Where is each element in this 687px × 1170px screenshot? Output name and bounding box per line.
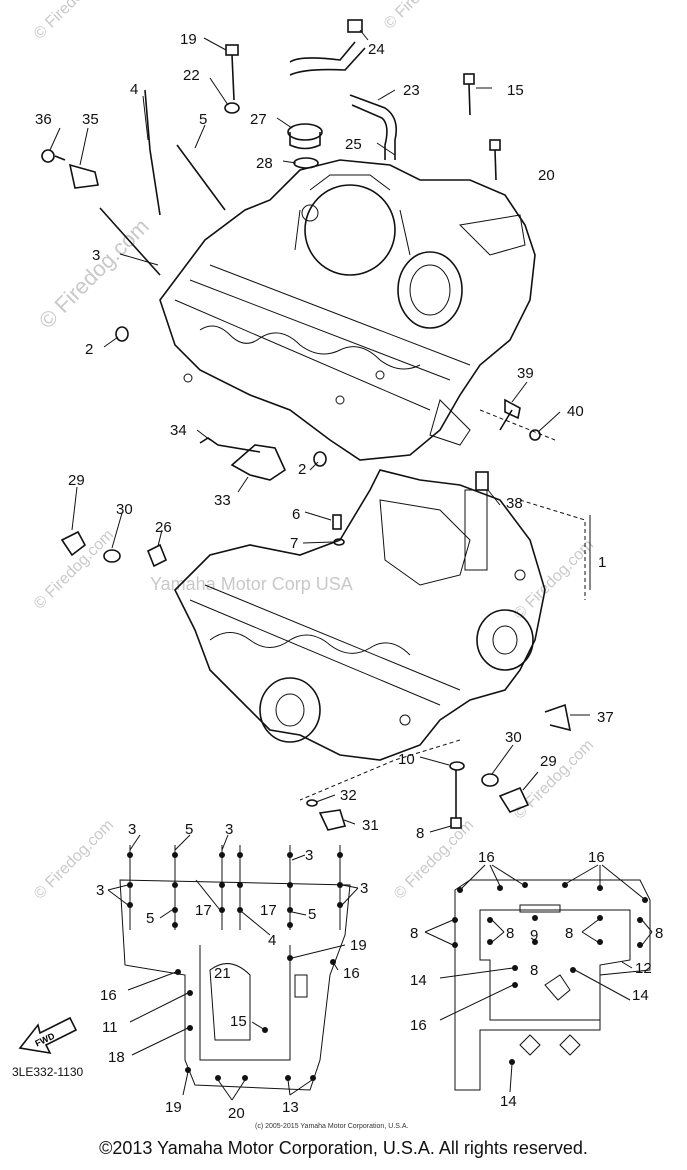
- callout-4: 4: [130, 81, 138, 98]
- diagram-code: 3LE332-1130: [12, 1065, 84, 1079]
- detail-label-19: 19: [165, 1099, 182, 1116]
- detail-label-11: 11: [102, 1019, 118, 1036]
- detail-label-3: 3: [360, 880, 368, 897]
- detail-label-8: 8: [530, 962, 538, 979]
- callout-30b: 30: [505, 729, 522, 746]
- fwd-arrow: FWD: [18, 1016, 78, 1055]
- detail-upper-case-bolt-pattern: [107, 834, 359, 1101]
- upper-crankcase: [159, 159, 536, 461]
- callout-29b: 29: [540, 753, 557, 770]
- detail-label-21: 21: [214, 965, 231, 982]
- stud-4: [144, 89, 161, 216]
- detail-label-8: 8: [655, 925, 663, 942]
- callout-15: 15: [507, 82, 524, 99]
- callout-32: 32: [340, 787, 357, 804]
- fwd-label: FWD: [33, 1031, 56, 1049]
- callout-6: 6: [292, 506, 300, 523]
- callout-36: 36: [35, 111, 52, 128]
- watermark-firedog: © Firedog.com: [391, 816, 477, 902]
- callout-33: 33: [214, 492, 231, 509]
- watermark-firedog: © Firedog.com: [511, 536, 597, 622]
- detail-label-5: 5: [146, 910, 154, 927]
- callout-26: 26: [155, 519, 172, 536]
- detail-label-18: 18: [108, 1049, 125, 1066]
- detail-label-16: 16: [100, 987, 117, 1004]
- callout-7: 7: [290, 535, 298, 552]
- detail-label-14: 14: [632, 987, 649, 1004]
- callout-2: 2: [85, 341, 93, 358]
- callout-37: 37: [597, 709, 614, 726]
- watermarks: © Firedog.com © Firedog.com © Firedog.co…: [31, 0, 597, 903]
- detail-label-15: 15: [230, 1013, 247, 1030]
- detail-label-5: 5: [185, 821, 193, 838]
- detail-label-8: 8: [565, 925, 573, 942]
- watermark-yamaha: Yamaha Motor Corp USA: [150, 574, 353, 594]
- detail-label-17: 17: [260, 902, 277, 919]
- callout-31: 31: [362, 817, 379, 834]
- detail-label-16: 16: [343, 965, 360, 982]
- detail-label-14: 14: [410, 972, 427, 989]
- detail-label-8: 8: [410, 925, 418, 942]
- detail-label-3: 3: [128, 821, 136, 838]
- detail-label-8: 8: [506, 925, 514, 942]
- small-copyright: (c) 2005-2015 Yamaha Motor Corporation, …: [255, 1123, 408, 1130]
- callout-20: 20: [538, 167, 555, 184]
- detail-label-16: 16: [588, 849, 605, 866]
- leader-lines: [49, 29, 591, 833]
- detail-label-4: 4: [268, 932, 276, 949]
- callout-39: 39: [517, 365, 534, 382]
- watermark-firedog: © Firedog.com: [31, 526, 117, 612]
- callout-40: 40: [567, 403, 584, 420]
- callout-19: 19: [180, 31, 197, 48]
- watermark-firedog: © Firedog.com: [511, 736, 597, 822]
- callout-22: 22: [183, 67, 200, 84]
- watermark-firedog: © Firedog.com: [31, 0, 117, 43]
- callout-23: 23: [403, 82, 420, 99]
- detail-label-9: 9: [530, 927, 538, 944]
- callout-24: 24: [368, 41, 385, 58]
- crankcase-exploded-view: © Firedog.com © Firedog.com © Firedog.co…: [12, 0, 663, 1130]
- callout-5: 5: [199, 111, 207, 128]
- callout-29: 29: [68, 472, 85, 489]
- callout-38: 38: [506, 495, 523, 512]
- detail-label-19: 19: [350, 937, 367, 954]
- callout-27: 27: [250, 111, 267, 128]
- detail-label-17: 17: [195, 902, 212, 919]
- detail-label-13: 13: [282, 1099, 299, 1116]
- stud-5: [176, 144, 226, 211]
- detail-right-labels: 16 16 8 8 9 8 8 8 12 14 14 16 14: [410, 849, 663, 1110]
- detail-label-12: 12: [635, 960, 652, 977]
- detail-label-16: 16: [478, 849, 495, 866]
- callout-labels: 19 24 22 23 15 4 36 35 5 27 25 28 20 3 2…: [35, 31, 614, 842]
- small-parts: [41, 19, 572, 831]
- callout-3: 3: [92, 247, 100, 264]
- detail-lower-case-bolt-pattern: [424, 864, 653, 1093]
- callout-35: 35: [82, 111, 99, 128]
- detail-label-3: 3: [96, 882, 104, 899]
- detail-label-3: 3: [305, 847, 313, 864]
- detail-label-20: 20: [228, 1105, 245, 1122]
- callout-2b: 2: [298, 461, 306, 478]
- detail-label-14: 14: [500, 1093, 517, 1110]
- detail-label-16: 16: [410, 1017, 427, 1034]
- callout-34: 34: [170, 422, 187, 439]
- stud-3: [99, 207, 161, 276]
- detail-label-5: 5: [308, 906, 316, 923]
- detail-label-3: 3: [225, 821, 233, 838]
- watermark-firedog-main: © Firedog.com: [34, 214, 154, 334]
- callout-1: 1: [598, 554, 606, 571]
- callout-30: 30: [116, 501, 133, 518]
- callout-25: 25: [345, 136, 362, 153]
- callout-8: 8: [416, 825, 424, 842]
- detail-left-labels: 3 5 3 3 3 3 5 17 17 5 4 19 16 21 16 11 1…: [96, 821, 368, 1122]
- footer-copyright: ©2013 Yamaha Motor Corporation, U.S.A. A…: [99, 1138, 588, 1158]
- watermark-firedog: © Firedog.com: [381, 0, 467, 33]
- callout-28: 28: [256, 155, 273, 172]
- lower-crankcase: [174, 469, 546, 761]
- callout-10: 10: [398, 751, 415, 768]
